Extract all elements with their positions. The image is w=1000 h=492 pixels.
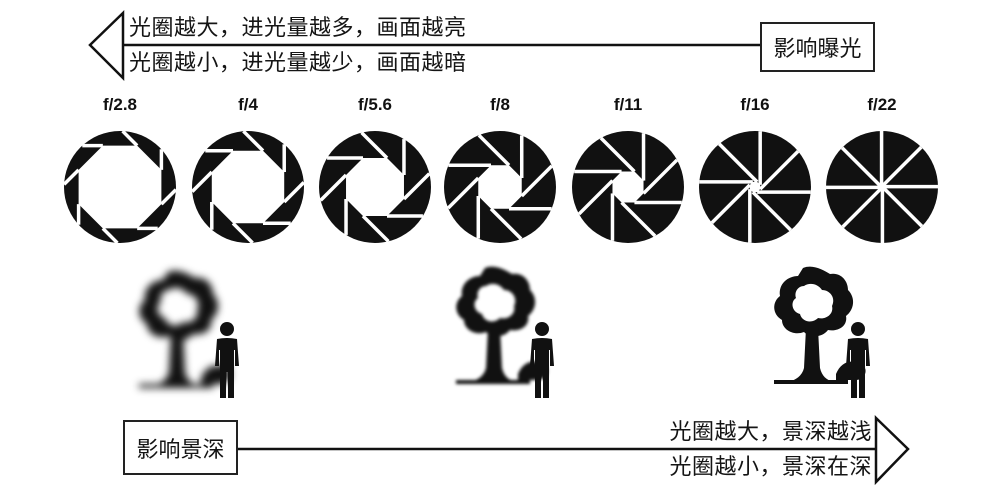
- medium-dof-scene: [456, 266, 554, 398]
- aperture-icon: [319, 131, 431, 243]
- fstop-label: f/4: [238, 95, 258, 114]
- aperture-icon: [699, 131, 811, 243]
- fstop-label: f/2.8: [102, 95, 138, 114]
- dof-arrowhead-icon: [874, 415, 910, 486]
- aperture-icon: [444, 131, 556, 243]
- dof-text-smaller: 光圈越小，景深在深: [669, 455, 872, 480]
- dof-text-larger: 光圈越大，景深越浅: [669, 420, 872, 445]
- deep-dof-scene: [774, 266, 870, 398]
- person-icon: [846, 322, 870, 398]
- fstop-label: f/11: [613, 95, 643, 114]
- tree-icon: [139, 270, 231, 388]
- dof-box: 影响景深: [123, 420, 238, 475]
- exposure-text-smaller: 光圈越小，进光量越少，画面越暗: [129, 51, 467, 76]
- aperture-icon: [826, 131, 938, 243]
- person-icon: [215, 322, 239, 398]
- fstop-label: f/22: [867, 95, 897, 114]
- shallow-dof-scene: [139, 270, 239, 398]
- person-icon: [530, 322, 554, 398]
- fstop-label: f/5.6: [357, 95, 393, 114]
- aperture-icon: [190, 129, 306, 245]
- exposure-box: 影响曝光: [760, 22, 875, 72]
- fstop-label: f/16: [740, 95, 770, 114]
- exposure-text-larger: 光圈越大，进光量越多，画面越亮: [129, 16, 467, 41]
- tree-icon: [456, 266, 548, 384]
- aperture-icon: [62, 129, 178, 245]
- fstop-label: f/8: [490, 95, 510, 114]
- aperture-icon: [572, 131, 684, 243]
